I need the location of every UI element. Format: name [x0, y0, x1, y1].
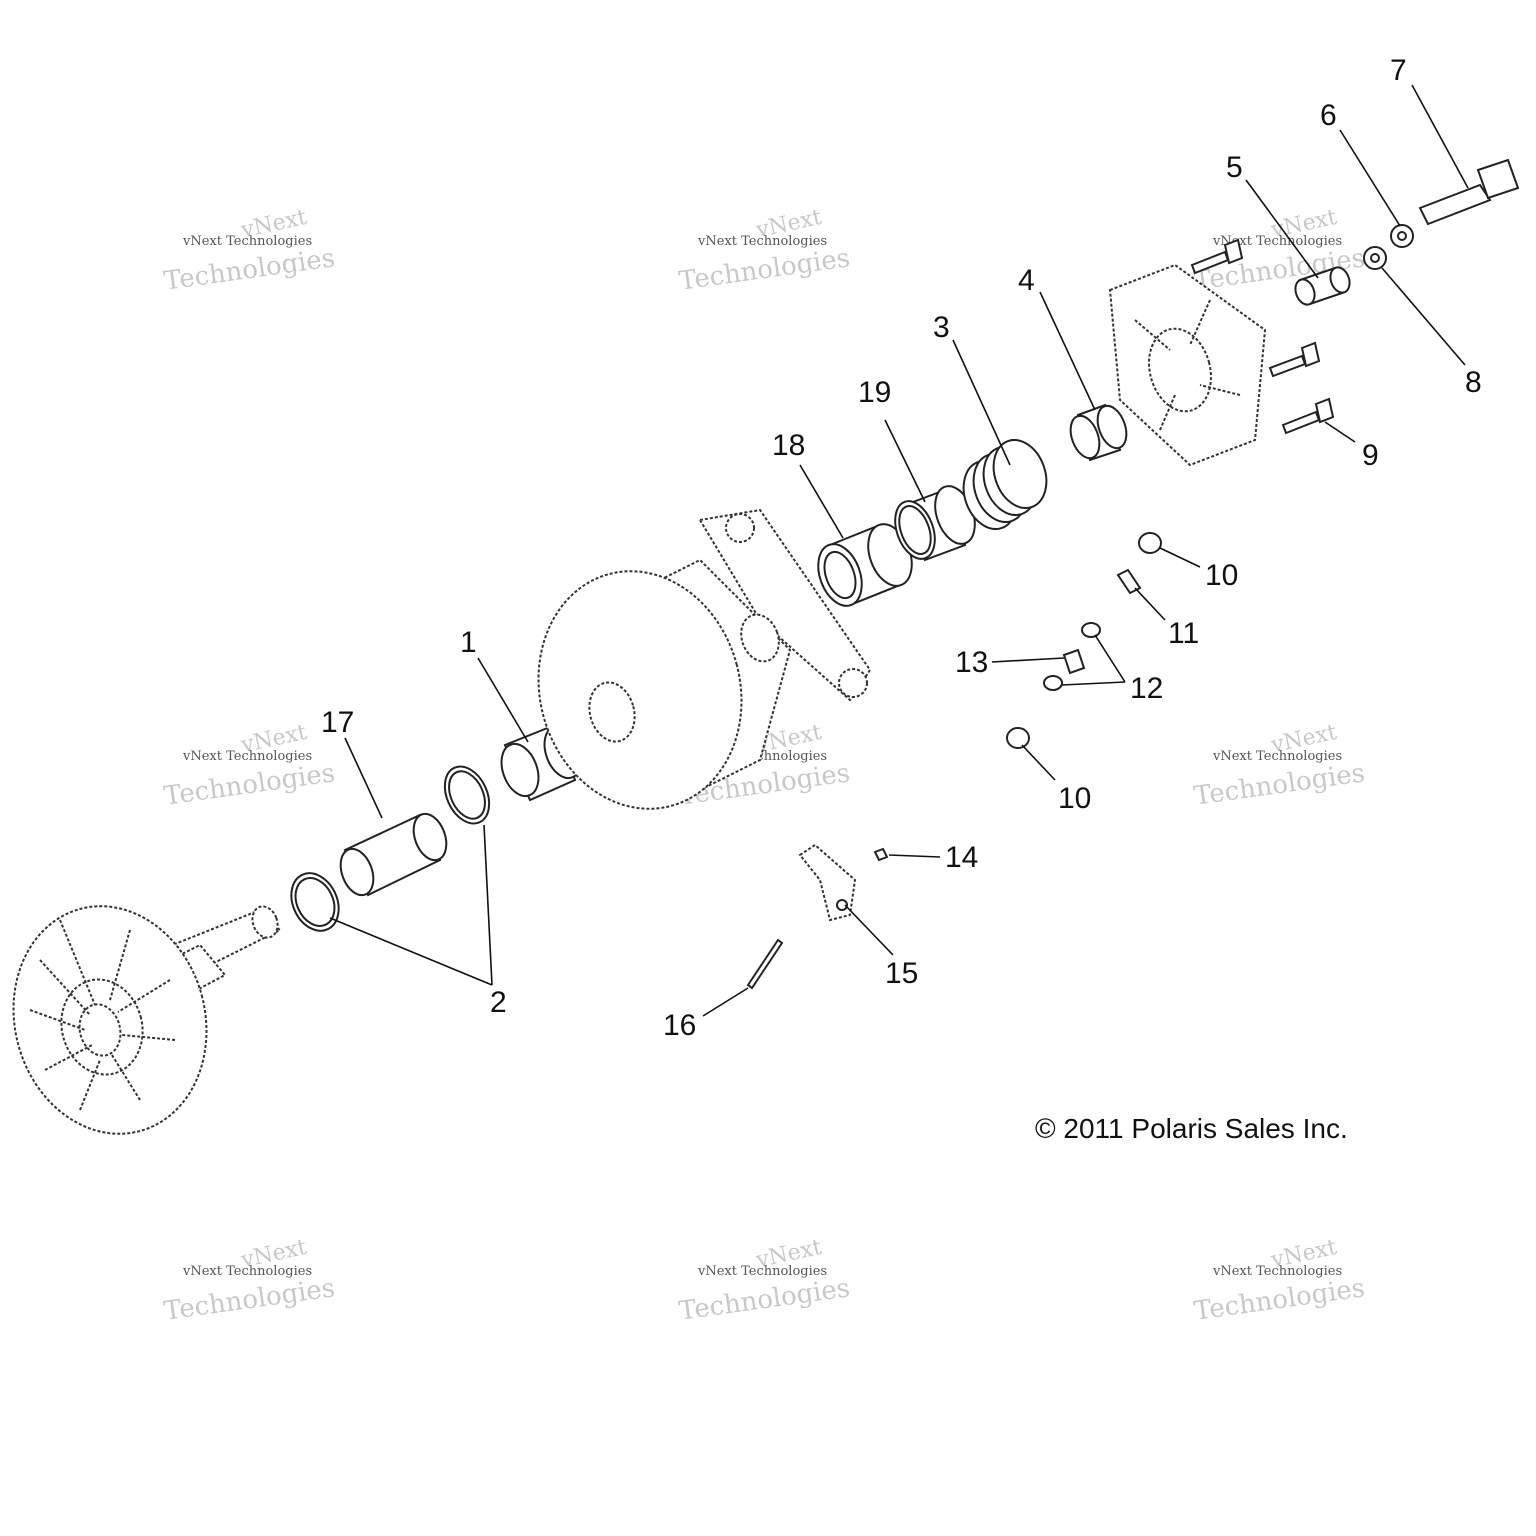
- weight-arm-15-hole: [836, 899, 848, 911]
- washer-6-hole: [1397, 231, 1407, 241]
- callout-2: 2: [490, 986, 507, 1019]
- svg-text:Technologies: Technologies: [677, 1273, 852, 1327]
- svg-text:Technologies: Technologies: [162, 243, 337, 297]
- callout-5: 5: [1226, 151, 1243, 184]
- callouts: 1 2 3 4 5 6 7 8 9 10 10 11 12 13 14 15 1…: [321, 54, 1482, 1042]
- callout-6: 6: [1320, 99, 1337, 132]
- washer-12-upper: [1081, 622, 1101, 638]
- bushing-17: [339, 812, 448, 897]
- watermark: vNext vNext Technologies Technologies: [677, 205, 852, 297]
- spacer-5: [1294, 266, 1351, 306]
- callout-14: 14: [945, 841, 978, 874]
- washer-8-hole: [1370, 253, 1380, 263]
- weight-arm-15: [798, 843, 857, 922]
- callout-19: 19: [858, 376, 891, 409]
- callout-10-lower: 10: [1058, 782, 1091, 815]
- svg-text:vNext Technologies: vNext Technologies: [697, 234, 827, 249]
- svg-text:Technologies: Technologies: [162, 1273, 337, 1327]
- spider-plate: [1108, 263, 1267, 467]
- bolts-9: [1190, 238, 1335, 435]
- callout-18: 18: [772, 429, 805, 462]
- copyright-notice: © 2011 Polaris Sales Inc.: [1035, 1113, 1348, 1144]
- callout-11: 11: [1168, 617, 1199, 650]
- svg-text:vNext Technologies: vNext Technologies: [182, 749, 312, 764]
- watermark: vNext vNext Technologies Technologies: [1192, 1235, 1367, 1327]
- svg-text:Technologies: Technologies: [1192, 1273, 1367, 1327]
- washer-12-lower: [1043, 675, 1063, 691]
- svg-text:Technologies: Technologies: [162, 758, 337, 812]
- leader-lines: [329, 84, 1469, 1017]
- callout-16: 16: [663, 1009, 696, 1042]
- nut-14: [873, 847, 889, 862]
- watermark: vNext vNext Technologies Technologies: [677, 1235, 852, 1327]
- callout-8: 8: [1465, 366, 1482, 399]
- callout-17: 17: [321, 706, 354, 739]
- svg-text:vNext Technologies: vNext Technologies: [182, 1264, 312, 1279]
- cap-10-lower: [1006, 727, 1030, 749]
- svg-text:vNext Technologies: vNext Technologies: [182, 234, 312, 249]
- cap-10-upper: [1138, 532, 1162, 554]
- svg-text:Technologies: Technologies: [1192, 758, 1367, 812]
- svg-text:vNext Technologies: vNext Technologies: [1212, 234, 1342, 249]
- callout-9: 9: [1362, 439, 1379, 472]
- callout-15: 15: [885, 957, 918, 990]
- roller-13: [1062, 648, 1086, 675]
- callout-12: 12: [1130, 672, 1163, 705]
- ring-2-upper-inner: [448, 770, 486, 820]
- pin-16: [746, 938, 784, 990]
- callout-4: 4: [1018, 264, 1035, 297]
- svg-text:vNext Technologies: vNext Technologies: [697, 1264, 827, 1279]
- callout-10-upper: 10: [1205, 559, 1238, 592]
- callout-1: 1: [460, 626, 477, 659]
- callout-13: 13: [955, 646, 988, 679]
- movable-sheave: [537, 508, 872, 810]
- watermark: vNext vNext Technologies Technologies: [162, 205, 337, 297]
- bushing-19: [894, 485, 976, 562]
- svg-text:vNext Technologies: vNext Technologies: [1212, 749, 1342, 764]
- svg-text:Technologies: Technologies: [677, 243, 852, 297]
- svg-text:vNext Technologies: vNext Technologies: [1212, 1264, 1342, 1279]
- watermark: vNext vNext Technologies Technologies: [162, 720, 337, 812]
- watermark: vNext vNext Technologies Technologies: [1192, 720, 1367, 812]
- fixed-sheave-shaft: [12, 905, 282, 1135]
- bolt-7: [1418, 158, 1520, 226]
- pin-11: [1116, 568, 1142, 595]
- bushing-4: [1069, 403, 1128, 462]
- watermark: vNext vNext Technologies Technologies: [162, 1235, 337, 1327]
- callout-3: 3: [933, 311, 950, 344]
- callout-7: 7: [1390, 54, 1407, 87]
- ring-2-lower-inner: [294, 877, 336, 927]
